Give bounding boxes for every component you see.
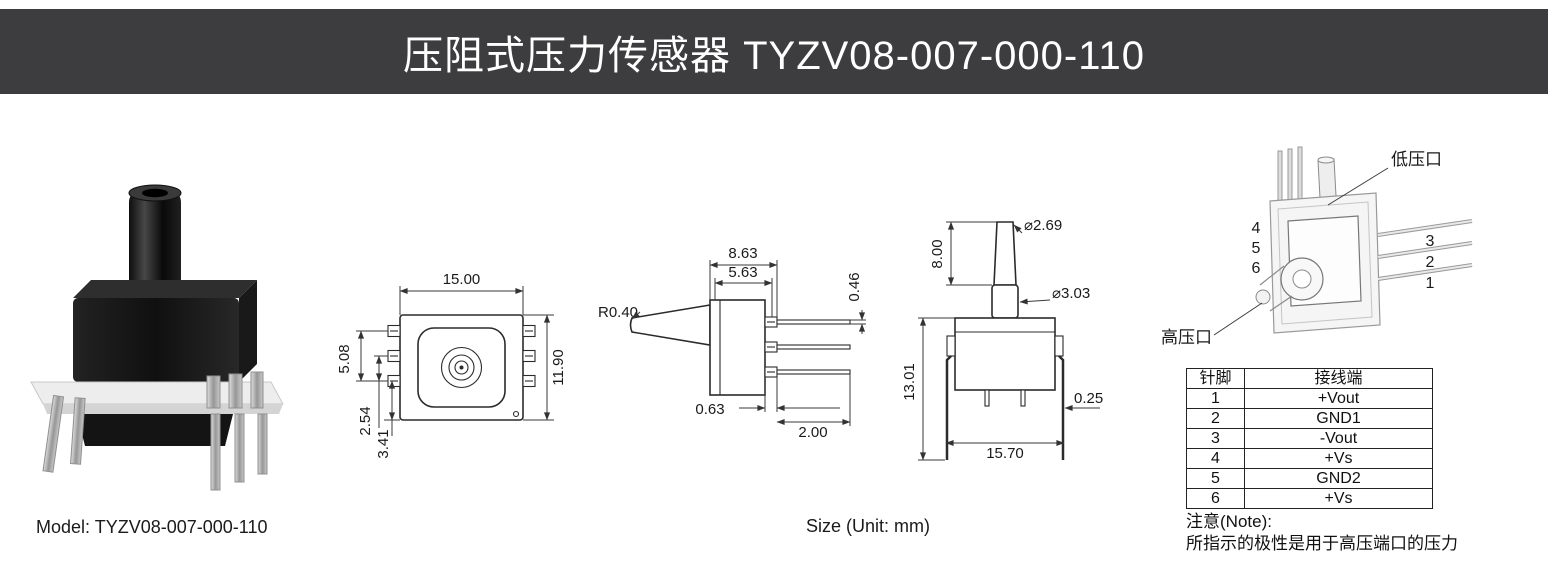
dim-total-width: 15.70 xyxy=(986,445,1024,462)
pin-terminal-cell: +Vout xyxy=(1244,388,1433,409)
pin-number-cell: 6 xyxy=(1186,488,1245,509)
pin-terminal-cell: GND1 xyxy=(1244,408,1433,429)
note-line-2: 所指示的极性是用于高压端口的压力 xyxy=(1186,534,1458,554)
pin-terminal-cell: -Vout xyxy=(1244,428,1433,449)
table-header-row: 针脚 接线端 xyxy=(1186,368,1433,389)
top-view-outline xyxy=(387,314,536,421)
pressure-port-3d xyxy=(128,184,182,294)
top-view-drawing: 15.00 11.90 5.08 2.54 3.41 xyxy=(336,271,567,459)
page-title: 压阻式压力传感器 TYZV08-007-000-110 xyxy=(402,33,1146,78)
top-view-dimensions: 15.00 11.90 5.08 2.54 3.41 xyxy=(336,271,567,459)
dim-pin-thickness: 0.46 xyxy=(846,272,863,301)
sensor-body-3d xyxy=(73,280,257,382)
dim-lead: 0.63 xyxy=(695,401,724,418)
pin-number-cell: 3 xyxy=(1186,428,1245,449)
pin-number-1: 1 xyxy=(1426,275,1435,292)
base-board-3d xyxy=(30,381,284,446)
table-row: 2 GND1 xyxy=(1186,408,1433,429)
dim-pin-pitch-2: 5.08 xyxy=(336,344,353,373)
dim-top-height: 11.90 xyxy=(550,349,567,385)
front-view-dimensions: ⌀2.69 8.00 ⌀3.03 13.01 0.25 15.70 xyxy=(901,217,1103,462)
pin-number-2: 2 xyxy=(1426,254,1435,271)
dim-lead-width: 0.25 xyxy=(1074,390,1103,407)
dim-side-body: 5.63 xyxy=(728,264,757,281)
table-row: 3 -Vout xyxy=(1186,428,1433,449)
dim-pitch: 2.00 xyxy=(798,424,827,441)
pin-number-cell: 4 xyxy=(1186,448,1245,469)
dim-top-width: 15.00 xyxy=(443,271,481,288)
note-line-1: 注意(Note): xyxy=(1186,512,1272,531)
dim-base-diameter: ⌀3.03 xyxy=(1052,285,1090,302)
sensor-pins-3d xyxy=(42,371,268,491)
table-row: 6 +Vs xyxy=(1186,488,1433,509)
pin-terminal-cell: +Vs xyxy=(1244,488,1433,509)
pin-number-cell: 5 xyxy=(1186,468,1245,489)
pin-assignment-diagram: 低压口 高压口 4 5 6 3 2 1 xyxy=(1161,146,1473,347)
pin-number-6: 6 xyxy=(1252,260,1261,277)
pin-number-cell: 1 xyxy=(1186,388,1245,409)
dim-port-diameter: ⌀2.69 xyxy=(1024,217,1062,234)
pin-terminal-cell: GND2 xyxy=(1244,468,1433,489)
title-bar: 压阻式压力传感器 TYZV08-007-000-110 xyxy=(0,9,1548,94)
pin-number-5: 5 xyxy=(1252,240,1261,257)
dim-total-height: 13.01 xyxy=(901,363,918,401)
table-row: 5 GND2 xyxy=(1186,468,1433,489)
pin-terminal-cell: +Vs xyxy=(1244,448,1433,469)
dim-tip-radius: R0.40 xyxy=(598,304,638,321)
dim-port-height: 8.00 xyxy=(929,239,946,268)
pin-number-cell: 2 xyxy=(1186,408,1245,429)
pin-number-4: 4 xyxy=(1252,220,1261,237)
front-view-outline xyxy=(945,221,1065,460)
size-unit-note: Size (Unit: mm) xyxy=(806,516,931,536)
pin-number-3: 3 xyxy=(1426,233,1435,250)
sensor-photo xyxy=(30,184,284,491)
table-row: 4 +Vs xyxy=(1186,448,1433,469)
side-view-outline xyxy=(629,299,851,396)
low-pressure-port-label: 低压口 xyxy=(1391,150,1442,169)
front-view-drawing: ⌀2.69 8.00 ⌀3.03 13.01 0.25 15.70 xyxy=(901,217,1103,462)
pin-diagram-body xyxy=(1255,146,1473,334)
dim-pin-offset: 3.41 xyxy=(375,429,392,458)
side-view-drawing: 8.63 5.63 R0.40 0.46 0.63 2.00 xyxy=(598,245,866,441)
high-pressure-port-label: 高压口 xyxy=(1161,328,1212,347)
pin-diagram-labels: 低压口 高压口 4 5 6 3 2 1 xyxy=(1161,150,1442,347)
table-row: 1 +Vout xyxy=(1186,388,1433,409)
side-view-dimensions: 8.63 5.63 R0.40 0.46 0.63 2.00 xyxy=(598,245,866,441)
model-caption: Model: TYZV08-007-000-110 xyxy=(36,517,268,537)
pin-table: 针脚 接线端 1 +Vout 2 GND1 3 -Vout 4 +Vs 5 xyxy=(1186,368,1433,509)
dim-side-total: 8.63 xyxy=(728,245,757,262)
pin-table-header-terminal: 接线端 xyxy=(1244,368,1433,389)
dim-pin-pitch-1: 2.54 xyxy=(357,406,374,435)
notes-block: 注意(Note): 所指示的极性是用于高压端口的压力 xyxy=(1186,511,1458,555)
pin-table-header-pin: 针脚 xyxy=(1186,368,1245,389)
